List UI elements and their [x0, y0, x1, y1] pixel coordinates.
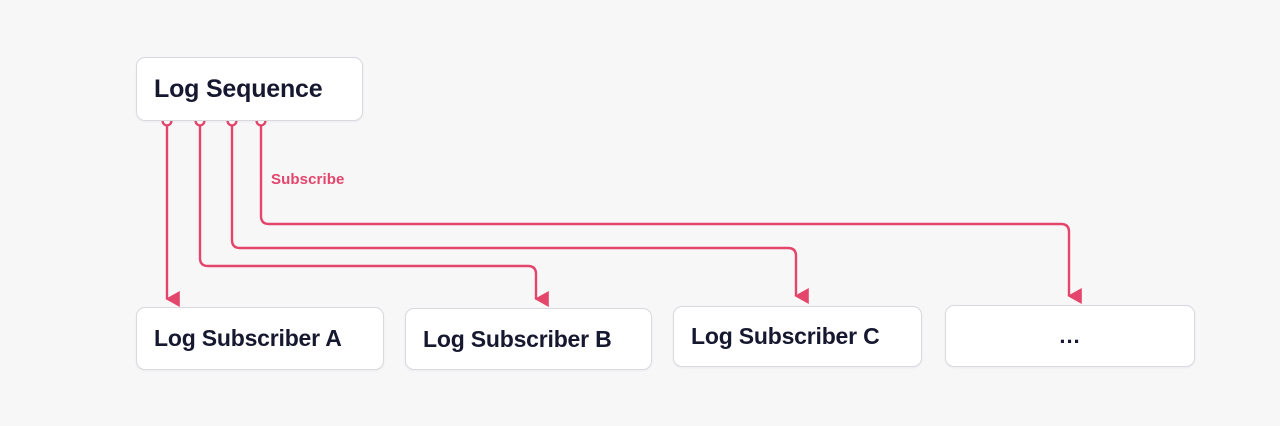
node-log-subscriber-a[interactable]: Log Subscriber A — [136, 307, 384, 370]
node-log-subscriber-b[interactable]: Log Subscriber B — [405, 308, 652, 370]
edge-to-log-subscriber-more — [259, 121, 1082, 304]
edge-label-subscribe: Subscribe — [271, 171, 345, 188]
edge-to-log-subscriber-c — [230, 121, 809, 304]
node-log-subscriber-more-label: ... — [1059, 323, 1081, 348]
node-log-subscriber-c-label: Log Subscriber C — [691, 323, 880, 349]
edge-to-log-subscriber-b — [198, 121, 549, 307]
node-log-subscriber-b-label: Log Subscriber B — [423, 325, 612, 352]
node-log-sequence-label: Log Sequence — [154, 74, 323, 103]
node-log-subscriber-more[interactable]: ... — [945, 305, 1195, 367]
node-log-subscriber-a-label: Log Subscriber A — [154, 325, 342, 351]
node-log-sequence[interactable]: Log Sequence — [136, 57, 363, 121]
node-log-subscriber-c[interactable]: Log Subscriber C — [673, 306, 922, 367]
